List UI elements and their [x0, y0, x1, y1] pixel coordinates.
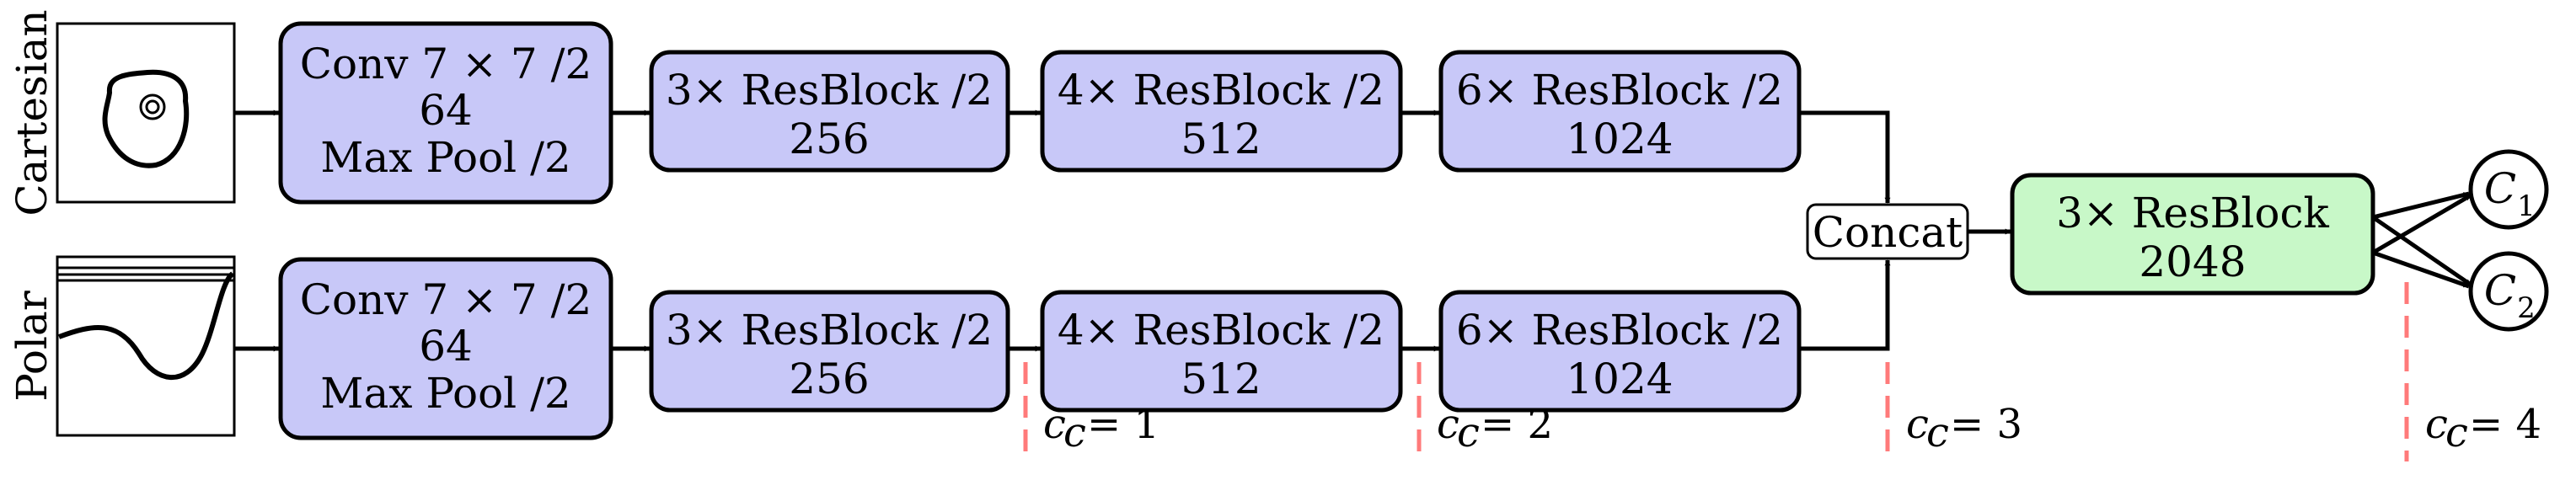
stage3-polar-line1: 6× ResBlock /2 [1456, 306, 1783, 355]
stem-polar-line3: Max Pool /2 [320, 369, 570, 418]
cut-label-3: c c = 3 [1906, 401, 2022, 456]
svg-text:c: c [1437, 401, 1459, 448]
arrow-polar-stage3-to-concat [1799, 259, 1891, 351]
polar-contour-curve [57, 271, 235, 381]
stem-polar-line2: 64 [419, 322, 473, 371]
cartesian-image-frame [56, 22, 236, 204]
stage1-polar-line2: 256 [789, 355, 869, 403]
svg-text:c: c [1906, 401, 1929, 448]
output-c1-subscript: 1 [2517, 189, 2536, 223]
head-line1: 3× ResBlock [2056, 189, 2329, 237]
cartesian-input [56, 22, 236, 204]
svg-text:c: c [1926, 409, 1949, 456]
arrow-head-to-c1-b [2371, 193, 2472, 255]
output-c1-letter: C [2484, 164, 2516, 213]
output-c2-subscript: 2 [2517, 291, 2536, 325]
head-block [2010, 173, 2375, 296]
stage2-cartesian-line2: 512 [1181, 115, 1261, 163]
svg-text:c: c [1043, 401, 1066, 448]
stage1-cartesian-line2: 256 [789, 115, 869, 163]
arrow-head-to-c2-b [2372, 250, 2470, 289]
cut-markers [1023, 282, 2409, 461]
stem-cartesian-line1: Conv 7 × 7 /2 [300, 40, 592, 88]
cut-label-1: c c = 1 [1043, 401, 1159, 456]
svg-text:c: c [1063, 409, 1086, 456]
head-line2: 2048 [2139, 237, 2246, 286]
cartesian-center-ring-outer [139, 93, 166, 120]
stage2-polar-line2: 512 [1181, 355, 1261, 403]
output-node-c1 [2468, 149, 2549, 230]
arrow-head-to-c2-a [2371, 215, 2472, 287]
stage2-cartesian-line1: 4× ResBlock /2 [1058, 66, 1384, 115]
svg-text:= 4: = 4 [2469, 401, 2541, 448]
stage1-cartesian-line1: 3× ResBlock /2 [666, 66, 993, 115]
svg-text:c: c [2425, 401, 2448, 448]
stage3-cartesian-line1: 6× ResBlock /2 [1456, 66, 1783, 115]
stage3-block-polar [1438, 290, 1802, 413]
stage1-block-polar [649, 290, 1010, 413]
svg-text:= 3: = 3 [1950, 401, 2022, 448]
stage3-polar-line2: 1024 [1566, 355, 1673, 403]
arrow-cart-stage3-to-concat [1799, 110, 1891, 204]
cartesian-center-ring-inner [145, 99, 160, 115]
cut-label-2: c c = 2 [1437, 401, 1553, 456]
svg-text:= 2: = 2 [1481, 401, 1553, 448]
stage2-block-polar [1040, 290, 1403, 413]
stem-polar-line1: Conv 7 × 7 /2 [300, 275, 592, 324]
output-c2-letter: C [2484, 266, 2516, 315]
polar-label: Polar [8, 291, 56, 402]
svg-text:= 1: = 1 [1087, 401, 1159, 448]
connections [234, 109, 2472, 352]
cartesian-contour-shape [102, 69, 190, 168]
concat-label: Concat [1813, 208, 1963, 257]
stage2-polar-line1: 4× ResBlock /2 [1058, 306, 1384, 355]
output-node-c2 [2468, 251, 2549, 332]
cartesian-label: Cartesian [8, 9, 56, 216]
cut-label-4: c c = 4 [2425, 401, 2541, 456]
stage1-polar-line1: 3× ResBlock /2 [666, 306, 993, 355]
stem-cartesian-line2: 64 [419, 86, 473, 135]
svg-text:c: c [2445, 409, 2468, 456]
stage3-cartesian-line2: 1024 [1566, 115, 1673, 163]
svg-text:c: c [1457, 409, 1480, 456]
polar-input [56, 255, 236, 437]
arrow-head-to-c1-a [2372, 191, 2470, 220]
stem-cartesian-line3: Max Pool /2 [320, 133, 570, 182]
